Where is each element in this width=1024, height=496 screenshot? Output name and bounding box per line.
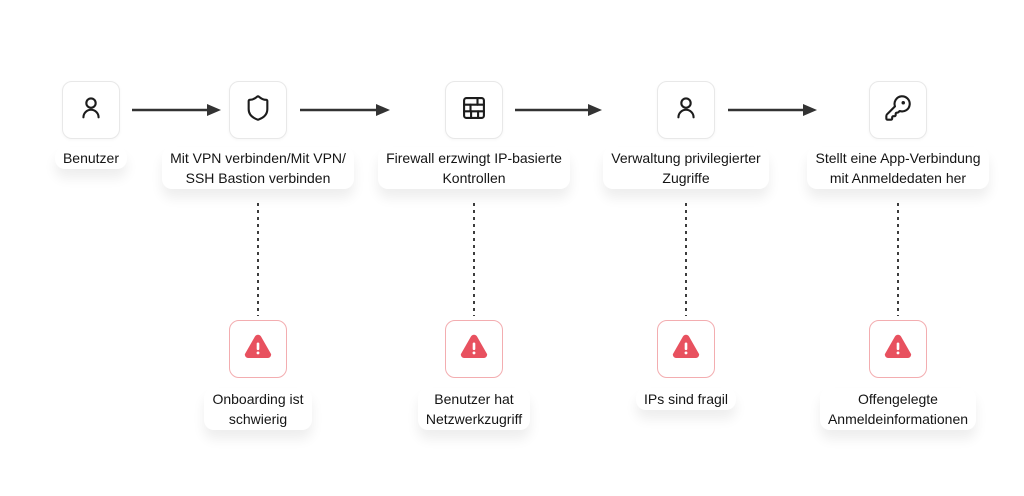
node-vpn (229, 81, 287, 139)
user-icon (77, 94, 105, 127)
node-firewall (445, 81, 503, 139)
dashed-connector (257, 203, 899, 316)
node-label-text: Firewall erzwingt IP-basierte Kontrollen (378, 147, 570, 189)
node-app-verbindung (869, 81, 927, 139)
warning-label-anmeldedaten: Offengelegte Anmeldeinformationen (778, 388, 1018, 430)
node-label-vpn: Mit VPN verbinden/Mit VPN/ SSH Bastion v… (138, 147, 378, 189)
warning-triangle-icon (243, 332, 273, 367)
warning-label-netzwerkzugriff: Benutzer hat Netzwerkzugriff (354, 388, 594, 430)
warning-netzwerkzugriff (445, 320, 503, 378)
warning-label-onboarding: Onboarding ist schwierig (138, 388, 378, 430)
warning-triangle-icon (459, 332, 489, 367)
arrow-head-icon (207, 104, 817, 116)
warning-ips-fragil (657, 320, 715, 378)
node-label-text: Verwaltung privilegierter Zugriffe (603, 147, 768, 189)
user-icon (672, 94, 700, 127)
node-label-firewall: Firewall erzwingt IP-basierte Kontrollen (354, 147, 594, 189)
node-label-text: Mit VPN verbinden/Mit VPN/ SSH Bastion v… (162, 147, 354, 189)
warning-label-text: Offengelegte Anmeldeinformationen (820, 388, 976, 430)
shield-icon (244, 94, 272, 127)
node-label-benutzer: Benutzer (0, 147, 211, 169)
key-icon (884, 94, 912, 127)
node-label-app: Stellt eine App-Verbindung mit Anmeldeda… (778, 147, 1018, 189)
node-label-text: Stellt eine App-Verbindung mit Anmeldeda… (807, 147, 988, 189)
node-benutzer (62, 81, 120, 139)
warning-label-ips: IPs sind fragil (566, 388, 806, 410)
firewall-brick-icon (460, 94, 488, 127)
warning-label-text: Benutzer hat Netzwerkzugriff (418, 388, 530, 430)
warning-label-text: IPs sind fragil (636, 388, 736, 410)
warning-label-text: Onboarding ist schwierig (204, 388, 311, 430)
warning-triangle-icon (883, 332, 913, 367)
node-label-text: Benutzer (55, 147, 127, 169)
warning-anmeldedaten (869, 320, 927, 378)
node-label-pam: Verwaltung privilegierter Zugriffe (566, 147, 806, 189)
node-pam (657, 81, 715, 139)
warning-onboarding (229, 320, 287, 378)
warning-triangle-icon (671, 332, 701, 367)
